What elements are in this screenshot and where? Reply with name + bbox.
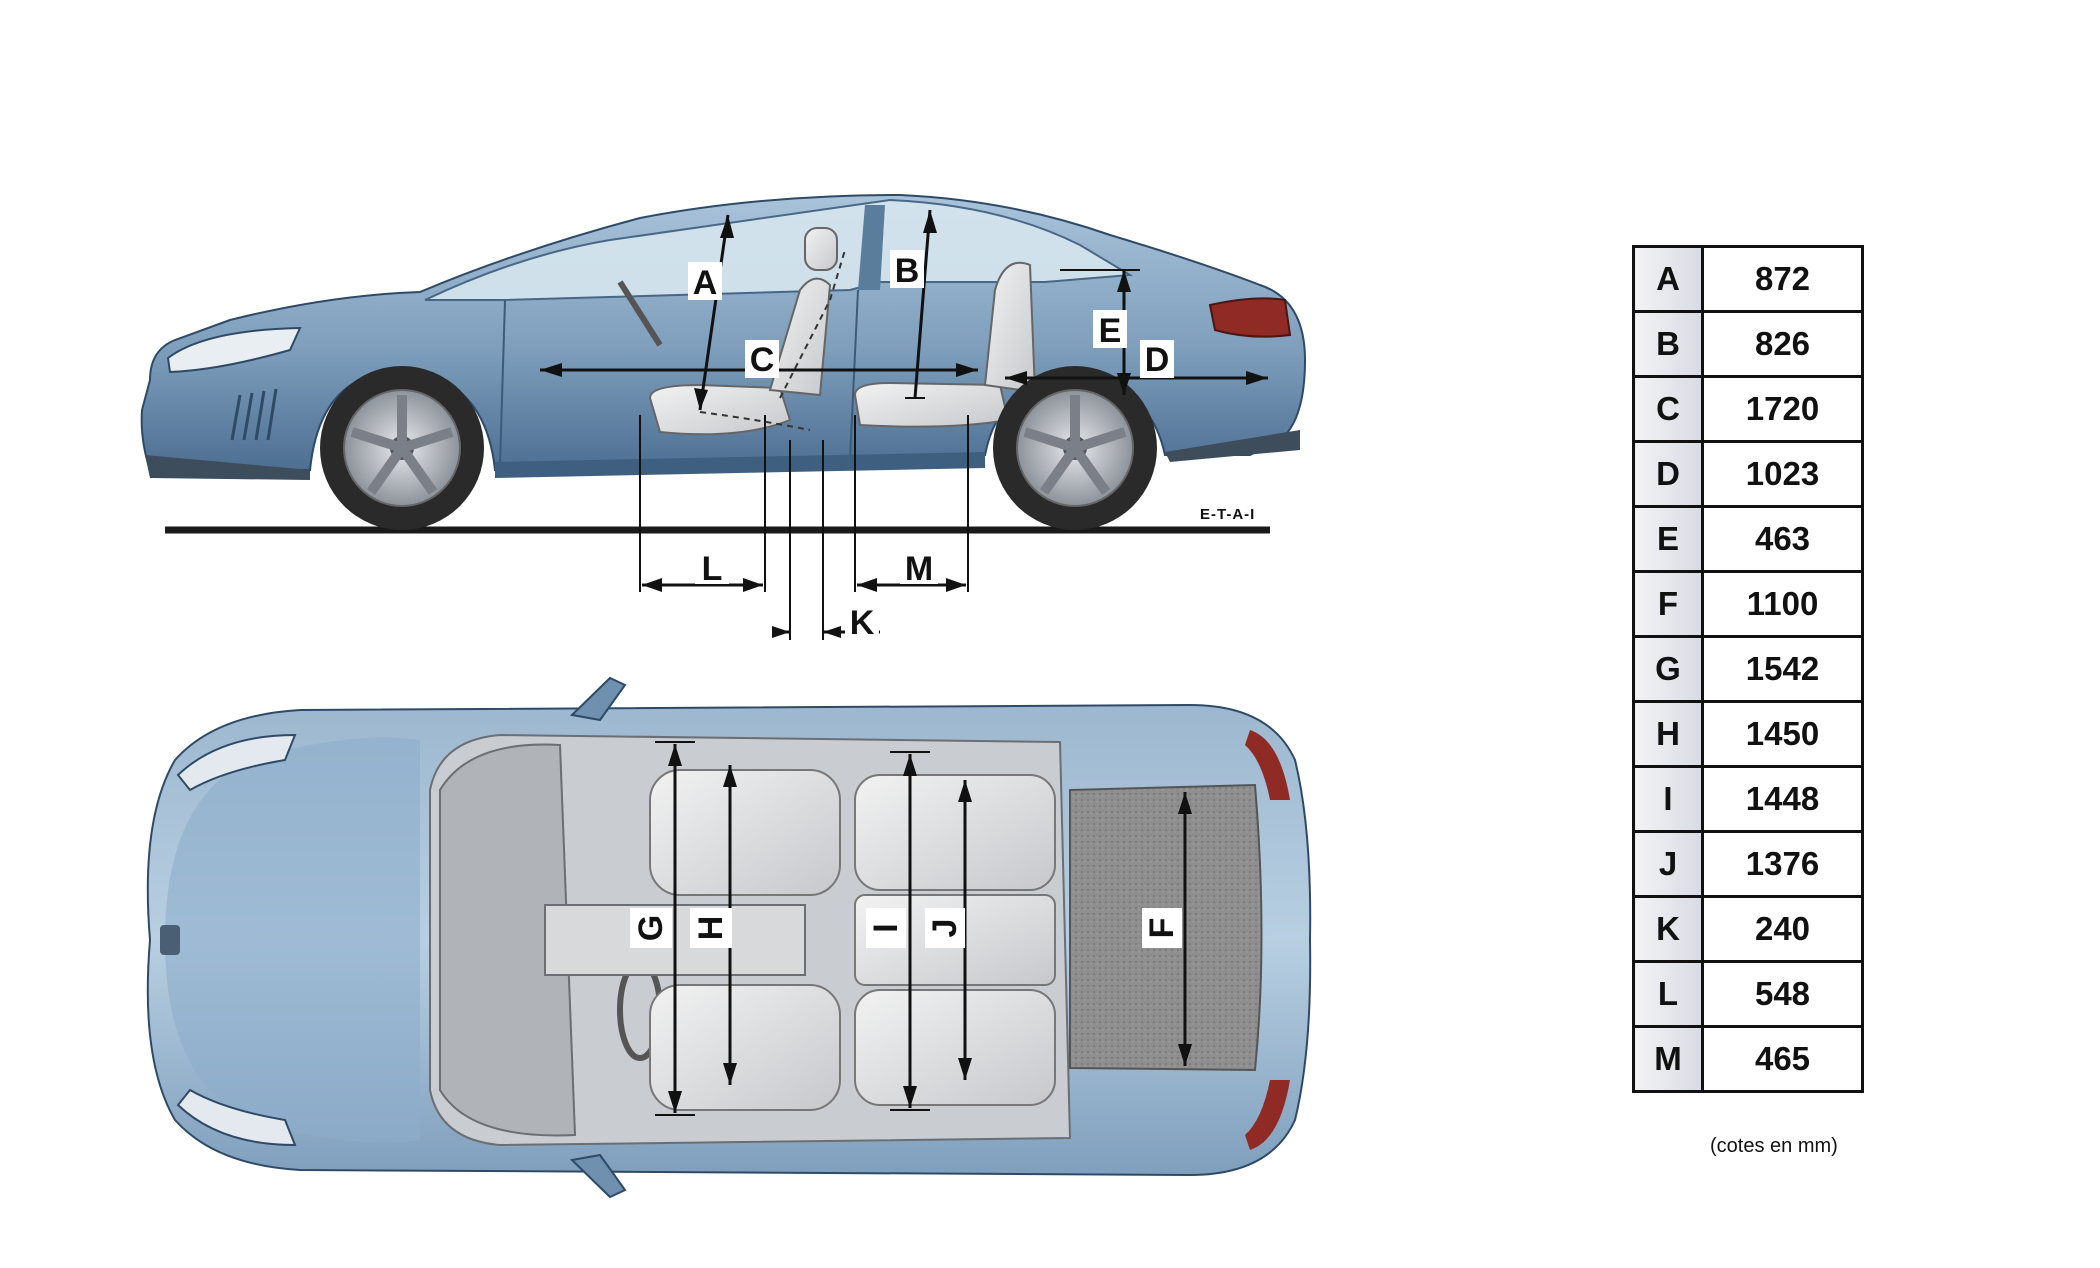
right-mirror: [569, 1153, 627, 1199]
rear-seat-left: [854, 774, 1056, 891]
side-view-car: [140, 193, 1307, 534]
headlight: [166, 326, 302, 374]
dimension-key: J: [1632, 830, 1704, 898]
brand-badge: [160, 925, 180, 955]
dimension-key: I: [1632, 765, 1704, 833]
dimension-value: 1100: [1701, 570, 1864, 638]
label-B: B: [895, 252, 920, 290]
dimension-key: C: [1632, 375, 1704, 443]
dimension-key: M: [1632, 1025, 1704, 1093]
top-tail-right: [1245, 1080, 1290, 1150]
unit-note: (cotes en mm): [1710, 1135, 1838, 1157]
dimension-value: 548: [1701, 960, 1864, 1028]
dimension-value: 1023: [1701, 440, 1864, 508]
top-headlight-right: [176, 1088, 297, 1147]
dimension-key: B: [1632, 310, 1704, 378]
label-E: E: [1099, 312, 1122, 350]
dimension-value: 1542: [1701, 635, 1864, 703]
left-mirror: [569, 676, 627, 722]
rear-seat-right: [854, 989, 1056, 1106]
label-M: M: [905, 550, 933, 588]
label-J: J: [926, 919, 964, 938]
watermark-logo: E-T-A-I: [1200, 506, 1256, 523]
front-vents: [230, 388, 278, 441]
rear-wheel: [993, 366, 1157, 530]
dimension-key: E: [1632, 505, 1704, 573]
side-sill: [495, 452, 985, 478]
label-C: C: [750, 341, 775, 379]
label-A: A: [693, 264, 718, 302]
door-line: [499, 289, 859, 466]
top-tail-left: [1245, 730, 1290, 800]
dashboard: [439, 743, 577, 1137]
dimension-value: 1450: [1701, 700, 1864, 768]
label-K: K: [850, 604, 875, 642]
hood: [165, 737, 420, 1143]
label-H: H: [692, 916, 730, 941]
dimension-key: D: [1632, 440, 1704, 508]
tail-light: [1208, 297, 1292, 338]
side-labels: A B C D E L M K: [688, 250, 1174, 642]
label-F: F: [1143, 918, 1181, 939]
label-L: L: [702, 550, 723, 588]
side-dimension-lines: [540, 209, 1268, 640]
dimension-key: G: [1632, 635, 1704, 703]
dimension-value: 463: [1701, 505, 1864, 573]
dimension-key: L: [1632, 960, 1704, 1028]
label-G: G: [632, 915, 670, 941]
dimension-key: H: [1632, 700, 1704, 768]
dimension-value: 1448: [1701, 765, 1864, 833]
rear-bumper: [1165, 430, 1300, 462]
dimension-value: 872: [1701, 245, 1864, 313]
label-D: D: [1145, 341, 1170, 379]
dimension-value: 1376: [1701, 830, 1864, 898]
dimension-key: K: [1632, 895, 1704, 963]
dimension-value: 465: [1701, 1025, 1864, 1093]
label-I: I: [867, 923, 905, 932]
steering-wheel: [617, 280, 663, 347]
dimension-key: A: [1632, 245, 1704, 313]
front-wheel: [320, 366, 484, 530]
dimension-value: 1720: [1701, 375, 1864, 443]
top-headlight-left: [176, 733, 297, 792]
dimension-value: 826: [1701, 310, 1864, 378]
front-bumper: [145, 455, 310, 480]
dimension-value: 240: [1701, 895, 1864, 963]
b-pillar: [858, 205, 885, 290]
front-seat: [648, 227, 846, 436]
side-windows: [424, 198, 1134, 301]
dimension-key: F: [1632, 570, 1704, 638]
front-seat-right: [649, 984, 841, 1111]
rear-seat: [853, 261, 1037, 428]
front-seat-left: [649, 769, 841, 896]
top-labels: G H I J F: [630, 908, 1182, 948]
